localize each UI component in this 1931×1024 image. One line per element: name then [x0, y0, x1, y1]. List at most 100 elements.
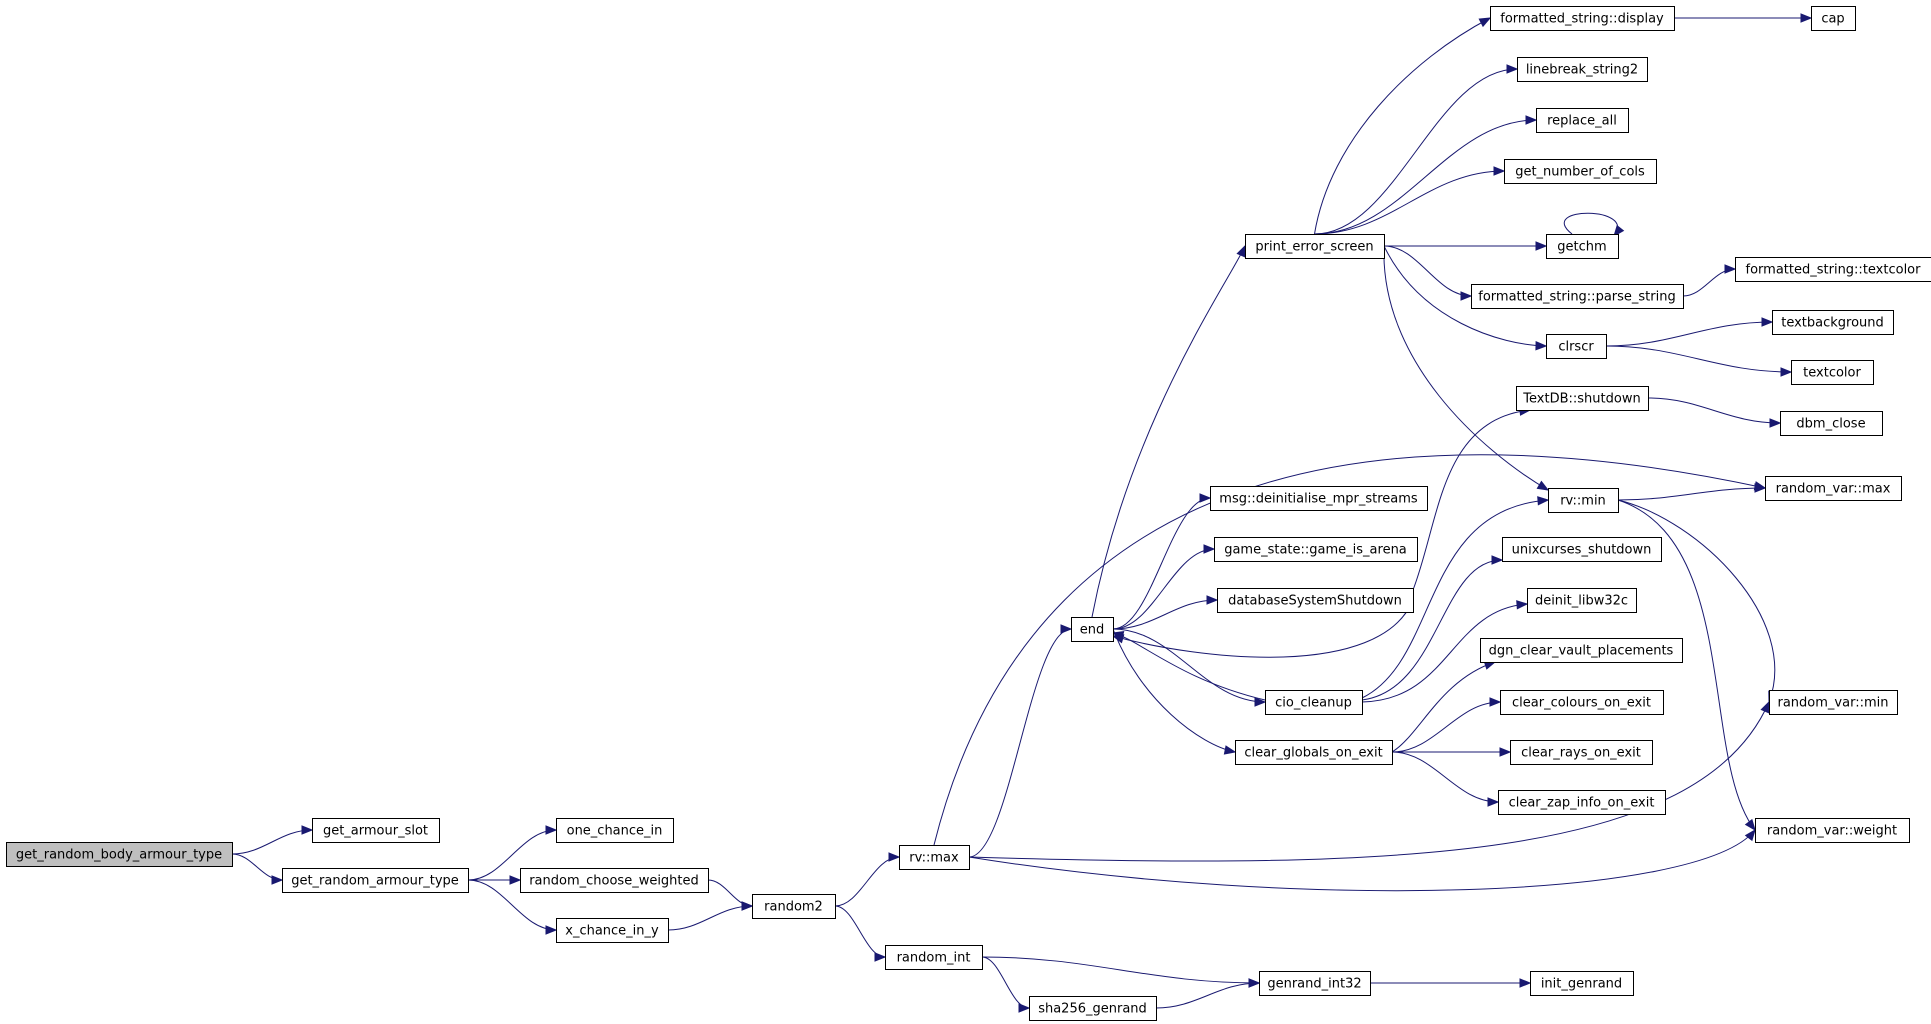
node-one-chance-in[interactable]: one_chance_in	[556, 818, 674, 843]
edge-clear_globals_on_exit-to-clear_colours_on_exit	[1391, 697, 1502, 753]
edge-arrowhead	[1460, 291, 1473, 301]
edge-print_error_screen-to-fs_display	[1314, 17, 1492, 235]
edge-arrowhead	[509, 875, 522, 885]
edge-arrowhead	[1800, 13, 1813, 23]
edge-end-to-game_is_arena	[1112, 544, 1216, 630]
node-deinit-libw32c[interactable]: deinit_libw32c	[1527, 588, 1637, 613]
node-box	[1490, 6, 1675, 31]
node-random-var-min[interactable]: random_var::min	[1769, 690, 1898, 715]
node-box	[6, 842, 233, 867]
edge-arrowhead	[1236, 244, 1246, 258]
node-rv-min[interactable]: rv::min	[1548, 488, 1619, 513]
node-label: x_chance_in_y	[565, 924, 659, 939]
node-get-random-body-armour-type[interactable]: get_random_body_armour_type	[6, 842, 233, 867]
node-genrand-int32[interactable]: genrand_int32	[1259, 971, 1371, 996]
node-box	[1471, 284, 1684, 309]
node-get-armour-slot[interactable]: get_armour_slot	[312, 818, 440, 843]
node-sha256-genrand[interactable]: sha256_genrand	[1029, 996, 1157, 1021]
node-getchm[interactable]: getchm	[1546, 234, 1619, 259]
node-get-number-of-cols[interactable]: get_number_of_cols	[1504, 159, 1657, 184]
node-label: get_random_body_armour_type	[16, 848, 222, 863]
node-fs-display[interactable]: formatted_string::display	[1490, 6, 1675, 31]
node-fs-parse-string[interactable]: formatted_string::parse_string	[1471, 284, 1684, 309]
edge-print_error_screen-to-replace_all	[1314, 115, 1538, 235]
node-get-random-armour-type[interactable]: get_random_armour_type	[282, 868, 469, 893]
node-clear-colours-on-exit[interactable]: clear_colours_on_exit	[1500, 690, 1664, 715]
node-dgn-clear-vault-placements[interactable]: dgn_clear_vault_placements	[1480, 638, 1683, 663]
node-cap[interactable]: cap	[1811, 6, 1856, 31]
node-init-genrand[interactable]: init_genrand	[1530, 971, 1634, 996]
edge-line	[981, 956, 1030, 1009]
node-textbackground[interactable]: textbackground	[1772, 310, 1894, 335]
edge-line	[981, 956, 1260, 984]
node-label: sha256_genrand	[1038, 1002, 1147, 1017]
edge-random2-to-rv_max	[834, 852, 901, 907]
node-label: game_state::game_is_arena	[1224, 543, 1407, 558]
node-label: cap	[1821, 12, 1844, 27]
node-random-var-max[interactable]: random_var::max	[1765, 476, 1902, 501]
node-cio-cleanup[interactable]: cio_cleanup	[1265, 690, 1363, 715]
node-textcolor[interactable]: textcolor	[1791, 360, 1874, 385]
edge-print_error_screen-to-fs_parse_string	[1383, 245, 1473, 301]
edge-arrowhead	[874, 952, 887, 962]
edge-arrowhead	[1754, 483, 1767, 493]
edge-rv_max-to-random_var_min	[968, 700, 1770, 862]
node-databaseSystemShutdown[interactable]: databaseSystemShutdown	[1217, 588, 1414, 613]
edge-line	[834, 905, 886, 958]
edge-arrowhead	[1111, 634, 1125, 644]
node-unixcurses-shutdown[interactable]: unixcurses_shutdown	[1502, 537, 1662, 562]
node-rv-max[interactable]: rv::max	[899, 845, 970, 870]
edge-random2-to-random_int	[834, 905, 887, 962]
edge-arrowhead	[1199, 493, 1212, 503]
node-clear-rays-on-exit[interactable]: clear_rays_on_exit	[1510, 740, 1653, 765]
node-box	[1530, 971, 1634, 996]
node-fs-textcolor[interactable]: formatted_string::textcolor	[1735, 257, 1931, 282]
node-box	[556, 918, 669, 943]
edge-arrowhead	[1478, 17, 1492, 28]
edge-line	[1391, 661, 1496, 753]
node-box	[1772, 310, 1894, 335]
edge-line	[968, 701, 1770, 862]
node-box	[1536, 108, 1629, 133]
edge-line	[1361, 499, 1549, 699]
node-clear-zap-info-on-exit[interactable]: clear_zap_info_on_exit	[1498, 790, 1666, 815]
node-label: cio_cleanup	[1275, 696, 1352, 711]
edge-rv_max-to-random_var_weight	[968, 828, 1756, 892]
node-random-choose-weighted[interactable]: random_choose_weighted	[520, 868, 709, 893]
node-replace-all[interactable]: replace_all	[1536, 108, 1629, 133]
node-label: textcolor	[1803, 366, 1861, 381]
node-end[interactable]: end	[1071, 617, 1114, 642]
node-box	[752, 894, 836, 919]
node-clear-globals-on-exit[interactable]: clear_globals_on_exit	[1235, 740, 1393, 765]
node-random2[interactable]: random2	[752, 894, 836, 919]
node-game-is-arena[interactable]: game_state::game_is_arena	[1214, 537, 1418, 562]
edge-line	[1155, 982, 1260, 1009]
node-box	[1214, 537, 1418, 562]
edge-textdb_shutdown-to-dbm_close	[1647, 397, 1782, 428]
node-clrscr[interactable]: clrscr	[1546, 334, 1607, 359]
edge-arrowhead	[1519, 978, 1532, 988]
node-label: linebreak_string2	[1526, 63, 1638, 78]
node-random-int[interactable]: random_int	[885, 945, 983, 970]
node-box	[282, 868, 469, 893]
node-print-error-screen[interactable]: print_error_screen	[1245, 234, 1385, 259]
edge-arrowhead	[1535, 241, 1548, 251]
edge-databaseSystemShutdown-to-textdb_shutdown	[1412, 406, 1532, 591]
node-label: rv::max	[909, 851, 959, 866]
node-label: random2	[764, 900, 823, 915]
node-label: random_choose_weighted	[529, 874, 699, 889]
edge-line	[1617, 499, 1776, 703]
edge-line	[1391, 751, 1499, 803]
node-box	[1517, 57, 1648, 82]
edge-line	[231, 853, 283, 881]
node-x-chance-in-y[interactable]: x_chance_in_y	[556, 918, 669, 943]
node-dbm-close[interactable]: dbm_close	[1780, 411, 1883, 436]
node-msg-deinitialise[interactable]: msg::deinitialise_mpr_streams	[1210, 486, 1428, 511]
node-textdb-shutdown[interactable]: TextDB::shutdown	[1516, 386, 1649, 411]
edge-get_random_armour_type-to-one_chance_in	[467, 825, 558, 881]
node-label: clear_colours_on_exit	[1512, 696, 1651, 711]
node-random-var-weight[interactable]: random_var::weight	[1755, 818, 1910, 843]
node-linebreak-string2[interactable]: linebreak_string2	[1517, 57, 1648, 82]
edge-fs_display-to-cap	[1674, 13, 1813, 23]
